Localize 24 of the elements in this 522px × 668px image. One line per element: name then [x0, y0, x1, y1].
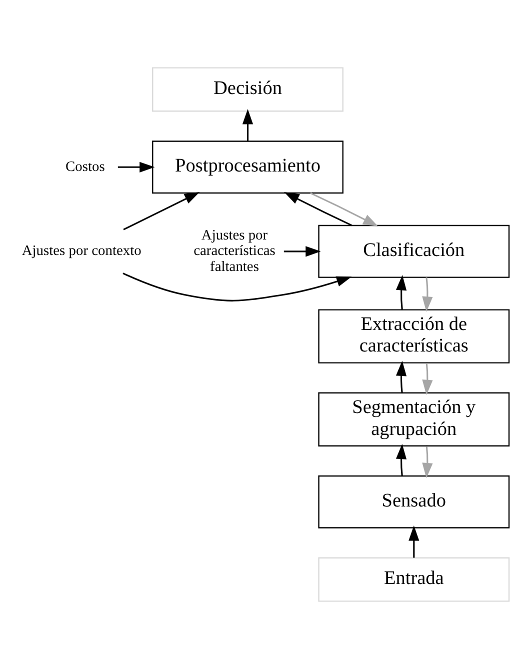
arrow	[396, 360, 407, 392]
node-box: Entrada	[318, 556, 510, 602]
node-box: Extracción de características	[318, 308, 510, 363]
arrow	[408, 525, 420, 558]
node-text: Costos	[66, 158, 105, 174]
arrow	[242, 108, 254, 140]
arrow	[396, 274, 407, 310]
node-box: Sensado	[318, 474, 510, 528]
arrow	[422, 362, 433, 395]
arrow	[118, 161, 155, 172]
node-text: Ajustes por contexto	[22, 242, 142, 259]
arrow	[396, 443, 407, 476]
arrow	[422, 276, 433, 312]
arrow	[122, 272, 352, 301]
node-box: Clasificación	[318, 224, 510, 278]
node-box: Postprocesamiento	[152, 140, 344, 194]
node-box: Segmentación y agrupación	[318, 392, 510, 446]
arrow	[310, 192, 378, 226]
arrow	[123, 192, 200, 230]
arrow	[422, 446, 433, 478]
node-text: Ajustes por características faltantes	[194, 227, 276, 274]
arrow	[284, 191, 352, 226]
node-box: Decisión	[152, 66, 344, 112]
arrow	[284, 246, 321, 256]
